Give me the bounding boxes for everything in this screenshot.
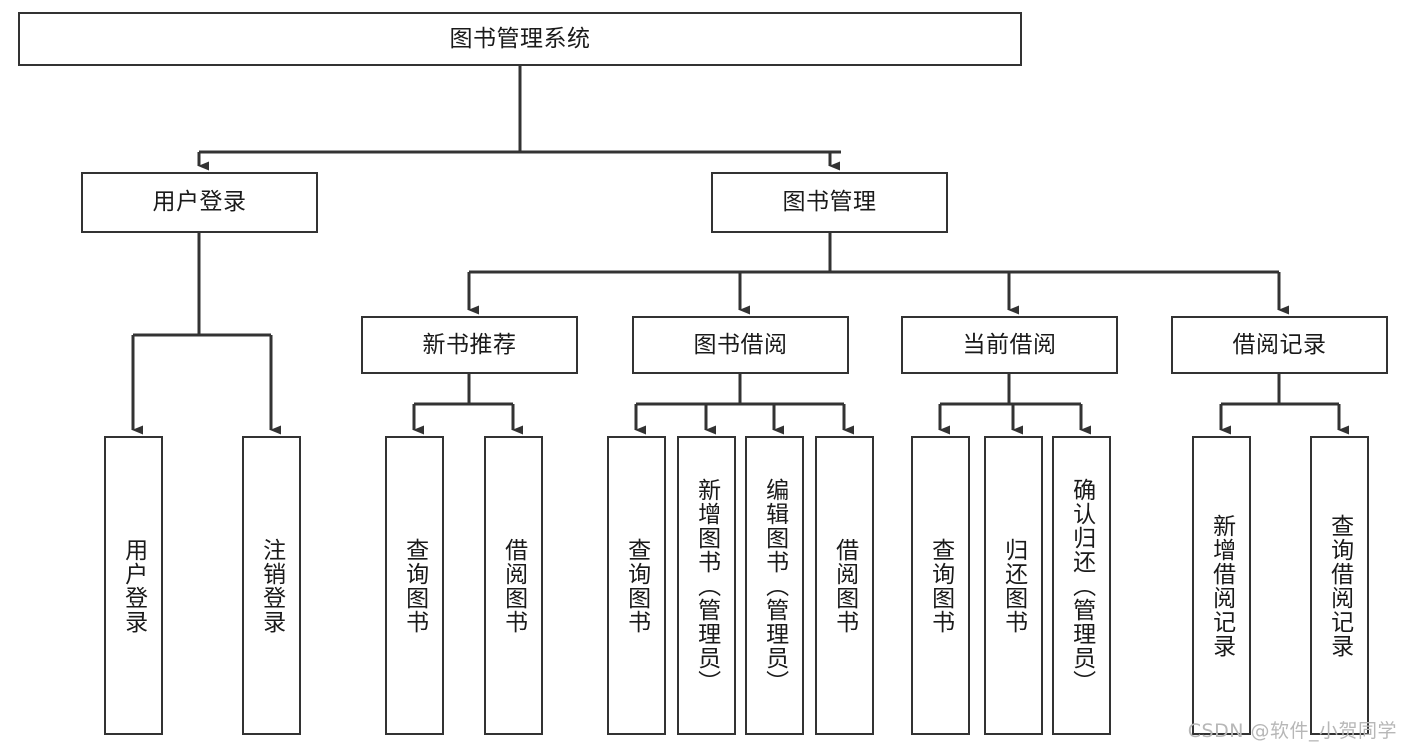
leaf-node-add-book-admin[interactable]: 新增图书（管理员） — [677, 436, 736, 735]
node-user-login[interactable]: 用户登录 — [81, 172, 318, 233]
leaf-label-query-book-3: 查询图书 — [927, 537, 954, 634]
leaf-node-user-login[interactable]: 用户登录 — [104, 436, 163, 735]
leaf-node-borrow-book-1[interactable]: 借阅图书 — [484, 436, 543, 735]
leaf-node-query-book-2[interactable]: 查询图书 — [607, 436, 666, 735]
node-book-borrow[interactable]: 图书借阅 — [632, 316, 849, 374]
leaf-node-add-borrow-record[interactable]: 新增借阅记录 — [1192, 436, 1251, 735]
csdn-watermark: CSDN @软件_小贺同学 — [1187, 720, 1397, 742]
leaf-label-query-book-1: 查询图书 — [401, 537, 428, 634]
leaf-node-confirm-return-admin[interactable]: 确认归还（管理员） — [1052, 436, 1111, 735]
node-label-new-book-rec: 新书推荐 — [422, 331, 517, 358]
leaf-node-edit-book-admin[interactable]: 编辑图书（管理员） — [745, 436, 804, 735]
node-borrow-record[interactable]: 借阅记录 — [1171, 316, 1388, 374]
leaf-label-confirm-return-admin: 确认归还（管理员） — [1068, 477, 1095, 694]
node-root-system[interactable]: 图书管理系统 — [18, 12, 1022, 66]
node-new-book-recommendation[interactable]: 新书推荐 — [361, 316, 578, 374]
leaf-label-borrow-book-2: 借阅图书 — [831, 537, 858, 634]
leaf-label-edit-book-admin: 编辑图书（管理员） — [761, 477, 788, 694]
leaf-label-return-book: 归还图书 — [1000, 537, 1027, 634]
leaf-label-logout: 注销登录 — [258, 537, 285, 634]
leaf-node-logout[interactable]: 注销登录 — [242, 436, 301, 735]
node-label-book-manage: 图书管理 — [782, 189, 877, 216]
leaf-label-user-login: 用户登录 — [120, 537, 147, 634]
node-label-user-login: 用户登录 — [152, 189, 247, 216]
leaf-node-query-book-3[interactable]: 查询图书 — [911, 436, 970, 735]
node-label-root: 图书管理系统 — [449, 25, 591, 52]
leaf-label-add-book-admin: 新增图书（管理员） — [693, 477, 720, 694]
node-label-borrow-record: 借阅记录 — [1232, 331, 1327, 358]
node-label-current-borrow: 当前借阅 — [962, 331, 1057, 358]
leaf-label-query-book-2: 查询图书 — [623, 537, 650, 634]
leaf-node-query-borrow-record[interactable]: 查询借阅记录 — [1310, 436, 1369, 735]
leaf-node-query-book-1[interactable]: 查询图书 — [385, 436, 444, 735]
leaf-label-borrow-book-1: 借阅图书 — [500, 537, 527, 634]
leaf-label-add-borrow-record: 新增借阅记录 — [1208, 513, 1235, 658]
node-book-manage[interactable]: 图书管理 — [711, 172, 948, 233]
leaf-node-return-book[interactable]: 归还图书 — [984, 436, 1043, 735]
leaf-node-borrow-book-2[interactable]: 借阅图书 — [815, 436, 874, 735]
node-current-borrow[interactable]: 当前借阅 — [901, 316, 1118, 374]
node-label-book-borrow: 图书借阅 — [693, 331, 788, 358]
leaf-label-query-borrow-record: 查询借阅记录 — [1326, 513, 1353, 658]
